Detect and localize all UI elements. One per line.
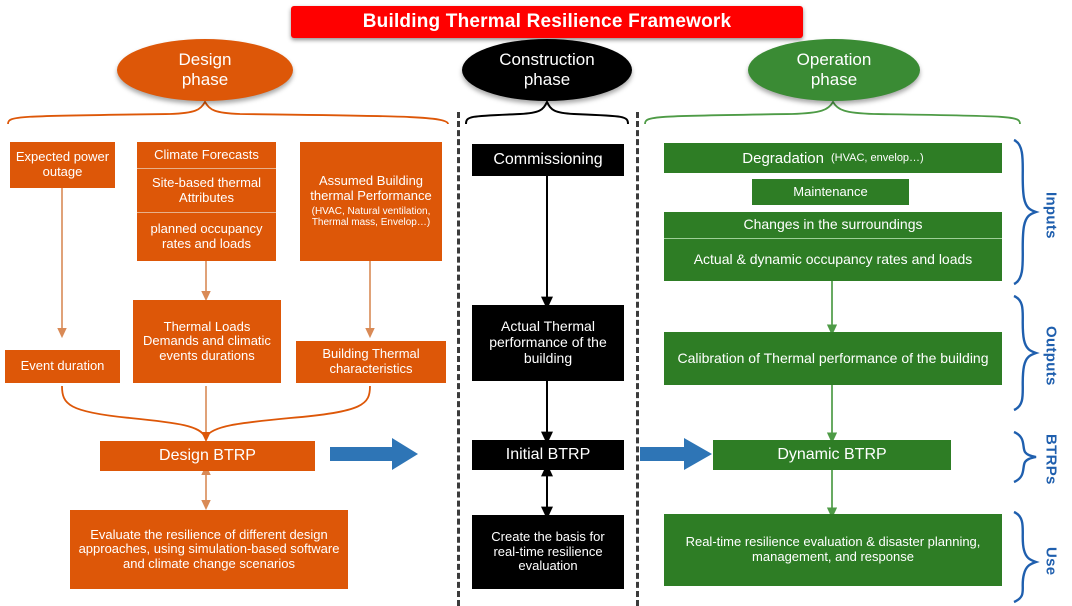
box-site-based-thermal-attributes: Site-based thermal Attributes [137,168,276,212]
box-planned-occupancy-rates-and-loads: planned occupancy rates and loads [137,212,276,261]
box-climate-forecasts: Climate Forecasts [137,142,276,168]
column-divider-left [457,112,460,606]
box-commissioning: Commissioning [472,144,624,176]
box-realtime-resilience: Real-time resilience evaluation & disast… [664,514,1002,586]
bracket-label-inputs: Inputs [1042,191,1060,239]
box-assumed-building-thermal-performance: Assumed Building thermal Performance (HV… [300,142,442,261]
box-actual-thermal-performance: Actual Thermal performance of the buildi… [472,305,624,381]
phase-brace-operation [644,100,1021,125]
box-create-basis: Create the basis for real-time resilienc… [472,515,624,589]
box-initial-btrp: Initial BTRP [472,440,624,470]
bracket-use [1013,510,1040,604]
bracket-label-use: Use [1042,546,1060,576]
box-thermal-loads-demands: Thermal Loads Demands and climatic event… [133,300,281,383]
box-building-thermal-characteristics: Building Thermal characteristics [296,341,446,383]
bracket-btrps [1013,430,1037,484]
box-maintenance: Maintenance [752,179,909,205]
transition-arrow-construction-to-operation [640,438,712,470]
assumed-building-main: Assumed Building thermal Performance [310,173,432,203]
degradation-main: Degradation [742,149,824,167]
box-changes-in-surroundings: Changes in the surroundings [664,212,1002,238]
column-divider-right [636,112,639,606]
box-evaluate-resilience: Evaluate the resilience of different des… [70,510,348,589]
box-calibration-thermal-performance: Calibration of Thermal performance of th… [664,332,1002,385]
bracket-outputs [1013,294,1040,412]
box-degradation: Degradation (HVAC, envelop…) [664,143,1002,173]
transition-arrow-design-to-construction [330,438,418,470]
bracket-inputs [1013,138,1040,286]
assumed-building-sub: (HVAC, Natural ventilation, Thermal mass… [311,205,431,229]
box-expected-power-outage: Expected power outage [10,142,115,188]
box-event-duration: Event duration [5,350,120,383]
page-title: Building Thermal Resilience Framework [291,6,803,38]
bracket-label-btrps: BTRPs [1042,433,1060,485]
box-actual-dynamic-occupancy: Actual & dynamic occupancy rates and loa… [664,238,1002,281]
degradation-sub: (HVAC, envelop…) [831,152,924,164]
box-dynamic-btrp: Dynamic BTRP [713,440,951,470]
box-design-btrp: Design BTRP [100,441,315,471]
phase-brace-construction [465,99,629,125]
phase-brace-design [7,100,449,125]
bracket-label-outputs: Outputs [1042,326,1060,386]
